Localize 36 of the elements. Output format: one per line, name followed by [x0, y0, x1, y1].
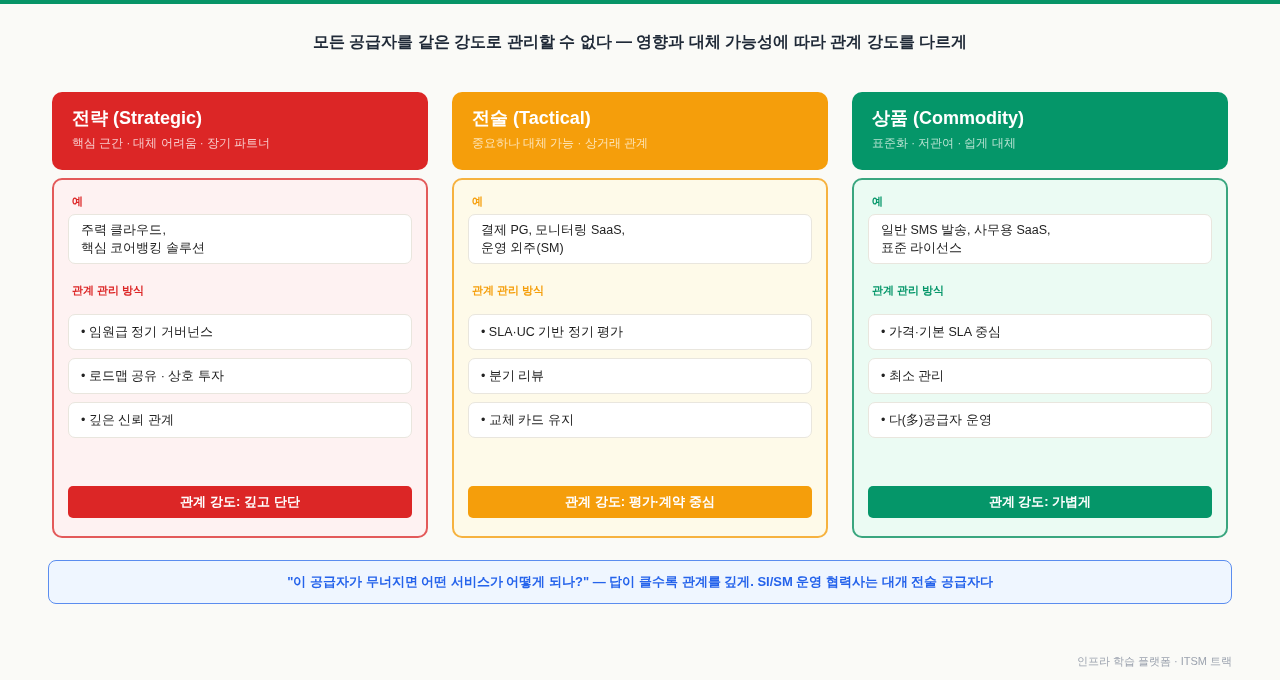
example-box: 일반 SMS 발송, 사무용 SaaS, 표준 라이선스	[868, 214, 1212, 264]
category-header	[52, 92, 428, 170]
header-title: 전략 (Strategic)	[72, 107, 203, 130]
example-box: 결제 PG, 모니터링 SaaS, 운영 외주(SM)	[468, 214, 812, 264]
category-header	[452, 92, 828, 170]
header-subtitle: 표준화 · 저관여 · 쉽게 대체	[872, 136, 1016, 151]
list-item-box: • 교체 카드 유지	[468, 402, 812, 438]
header-title: 전술 (Tactical)	[472, 107, 591, 130]
section-heading: 관계 관리 방식	[872, 283, 945, 298]
footer-note: 인프라 학습 플랫폼 · ITSM 트랙	[1076, 654, 1232, 669]
list-item-box: • 분기 리뷰	[468, 358, 812, 394]
strength-bar: 관계 강도: 평가·계약 중심	[468, 486, 812, 518]
category-panel	[452, 178, 828, 538]
section-heading: 관계 관리 방식	[472, 283, 545, 298]
strength-bar: 관계 강도: 가볍게	[868, 486, 1212, 518]
note-banner: "이 공급자가 무너지면 어떤 서비스가 어떻게 되나?" — 답이 클수록 관계를 깊게. SI/SM 운영 협력사는 대개 전술 공급자다	[48, 560, 1232, 604]
category-header	[852, 92, 1228, 170]
list-item-box: • 다(多)공급자 운영	[868, 402, 1212, 438]
list-item-box: • 최소 관리	[868, 358, 1212, 394]
diagram-title: 모든 공급자를 같은 강도로 관리할 수 없다 — 영향과 대체 가능성에 따라 관계 강도를 다르게	[311, 32, 969, 52]
example-box: 주력 클라우드, 핵심 코어뱅킹 솔루션	[68, 214, 412, 264]
header-title: 상품 (Commodity)	[872, 107, 1024, 130]
strength-bar: 관계 강도: 깊고 단단	[68, 486, 412, 518]
list-item-box: • 임원급 정기 거버넌스	[68, 314, 412, 350]
list-item-box: • 가격·기본 SLA 중심	[868, 314, 1212, 350]
list-item-box: • SLA·UC 기반 정기 평가	[468, 314, 812, 350]
header-subtitle: 핵심 근간 · 대체 어려움 · 장기 파트너	[72, 136, 271, 151]
section-heading: 예	[872, 194, 883, 209]
list-item-box: • 깊은 신뢰 관계	[68, 402, 412, 438]
section-heading: 예	[472, 194, 483, 209]
category-panel	[52, 178, 428, 538]
section-heading: 예	[72, 194, 83, 209]
category-panel	[852, 178, 1228, 538]
section-heading: 관계 관리 방식	[72, 283, 145, 298]
list-item-box: • 로드맵 공유 · 상호 투자	[68, 358, 412, 394]
header-subtitle: 중요하나 대체 가능 · 상거래 관계	[472, 136, 648, 151]
